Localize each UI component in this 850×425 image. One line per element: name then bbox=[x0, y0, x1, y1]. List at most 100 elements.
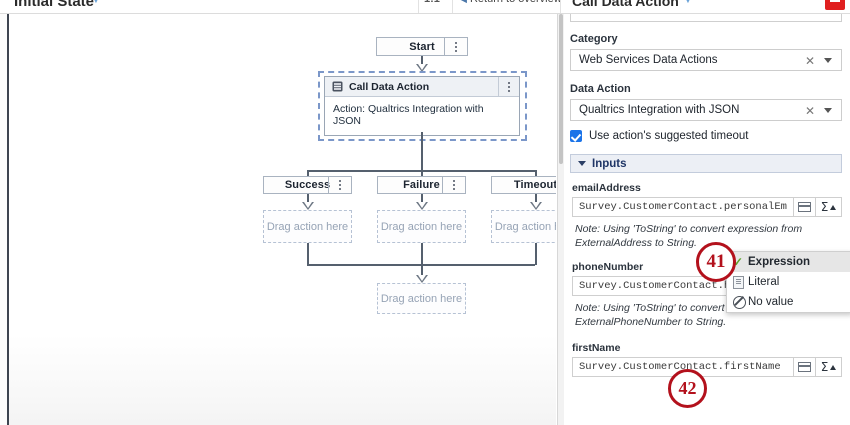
grid-picker-icon-firstname[interactable] bbox=[794, 357, 816, 377]
input-row-emailaddress[interactable]: Survey.CustomerContact.personalEm Σ bbox=[572, 197, 842, 217]
panel-title: Call Data Action bbox=[572, 0, 679, 9]
document-icon bbox=[733, 275, 748, 289]
menu-item-no-value[interactable]: No value bbox=[727, 292, 850, 312]
back-arrow-icon: ◀ bbox=[460, 0, 467, 4]
branch-node-success[interactable]: Success bbox=[263, 176, 352, 194]
toolbar-divider-2 bbox=[452, 0, 453, 13]
input-row-firstname[interactable]: Survey.CustomerContact.firstName Σ bbox=[572, 357, 842, 377]
toolbar-divider-1 bbox=[418, 0, 419, 13]
menu-item-literal[interactable]: Literal bbox=[727, 272, 850, 292]
category-value: Web Services Data Actions bbox=[579, 54, 718, 66]
call-data-action-body: Action: Qualtrics Integration with JSON bbox=[333, 103, 484, 127]
input-label-firstname: firstName bbox=[572, 342, 621, 354]
call-data-action-title: Call Data Action bbox=[349, 80, 430, 93]
branch-menu-icon-success[interactable] bbox=[328, 177, 351, 193]
call-data-action-menu-icon[interactable] bbox=[498, 77, 519, 96]
arrow-head-cda-inner bbox=[418, 64, 426, 70]
close-icon[interactable] bbox=[825, 0, 845, 10]
arrow-head-failure-inner bbox=[418, 202, 426, 208]
drop-zone-merge[interactable]: Drag action here bbox=[377, 283, 466, 314]
arrow-head-merge-inner bbox=[418, 275, 426, 281]
state-title: Initial State bbox=[14, 0, 95, 10]
branch-label-success: Success bbox=[284, 179, 331, 191]
clipped-field-above bbox=[570, 14, 842, 22]
top-bar: Initial State ▼ 1:1 ◀ Return to overview… bbox=[0, 0, 850, 13]
panel-scrollbar-thumb[interactable] bbox=[559, 14, 563, 164]
connector-timeout-arrow-line bbox=[535, 194, 537, 204]
inputs-section-header[interactable]: Inputs bbox=[570, 154, 842, 173]
call-data-action-header: Call Data Action bbox=[325, 77, 519, 97]
no-value-icon bbox=[733, 295, 748, 309]
return-to-overview-link[interactable]: ◀ Return to overview bbox=[460, 0, 562, 5]
caret-down-icon[interactable] bbox=[578, 161, 586, 166]
panel-content: Category Web Services Data Actions ✕ Dat… bbox=[565, 14, 850, 425]
panel-title-caret-icon[interactable]: ▼ bbox=[684, 0, 692, 5]
input-value-emailaddress[interactable]: Survey.CustomerContact.personalEm bbox=[572, 197, 794, 217]
database-icon bbox=[332, 81, 343, 92]
category-clear-icon[interactable]: ✕ bbox=[804, 54, 815, 68]
panel-scrollbar[interactable] bbox=[558, 14, 564, 425]
connector-success-drop bbox=[307, 170, 309, 179]
canvas-left-rail bbox=[7, 14, 9, 425]
drop-zone-failure[interactable]: Drag action here bbox=[377, 210, 466, 243]
annotation-badge-41-label: 41 bbox=[706, 251, 726, 272]
data-action-chevron-down-icon[interactable] bbox=[824, 108, 832, 113]
flow-canvas[interactable]: Start Call Data Action bbox=[0, 14, 556, 425]
connector-cda-down bbox=[421, 132, 423, 179]
connector-success-merge bbox=[307, 243, 309, 265]
suggested-timeout-label: Use action's suggested timeout bbox=[589, 130, 749, 142]
category-select[interactable]: Web Services Data Actions ✕ bbox=[570, 49, 842, 71]
menu-item-expression[interactable]: ✓ Expression bbox=[727, 252, 850, 272]
annotation-badge-42-label: 42 bbox=[678, 378, 697, 398]
input-label-phonenumber: phoneNumber bbox=[572, 261, 644, 273]
sigma-icon-emailaddress: Σ bbox=[820, 200, 829, 214]
return-to-overview-label: Return to overview bbox=[470, 0, 562, 5]
menu-item-label-expression: Expression bbox=[748, 256, 810, 268]
data-action-value: Qualtrics Integration with JSON bbox=[579, 104, 740, 116]
category-label: Category bbox=[570, 33, 618, 45]
inputs-section-title: Inputs bbox=[592, 157, 627, 170]
drop-zone-timeout[interactable]: Drag action here bbox=[491, 210, 556, 243]
check-icon: ✓ bbox=[733, 255, 744, 269]
branch-menu-icon-failure[interactable] bbox=[442, 177, 465, 193]
connector-failure-arrow-line bbox=[421, 194, 423, 204]
call-data-action-node[interactable]: Call Data Action Action: Qualtrics Integ… bbox=[324, 76, 520, 136]
connector-branch-bar bbox=[307, 170, 535, 172]
selection-outline bbox=[318, 71, 527, 141]
start-node-label: Start bbox=[409, 40, 435, 53]
suggested-timeout-row[interactable]: Use action's suggested timeout bbox=[570, 130, 850, 142]
start-node-menu-icon[interactable] bbox=[444, 38, 467, 55]
sigma-icon-firstname: Σ bbox=[820, 360, 829, 374]
header-divider bbox=[0, 13, 850, 14]
drop-zone-label-success: Drag action here bbox=[266, 220, 349, 233]
data-action-clear-icon[interactable]: ✕ bbox=[804, 104, 815, 118]
drop-zone-success[interactable]: Drag action here bbox=[263, 210, 352, 243]
value-type-button-emailaddress[interactable]: Σ bbox=[816, 197, 842, 217]
branch-node-failure[interactable]: Failure bbox=[377, 176, 466, 194]
zoom-level-label[interactable]: 1:1 bbox=[424, 0, 440, 5]
category-chevron-down-icon[interactable] bbox=[824, 58, 832, 63]
arrow-head-success-inner bbox=[304, 202, 312, 208]
properties-panel: Category Web Services Data Actions ✕ Dat… bbox=[557, 14, 850, 425]
connector-timeout-merge bbox=[535, 243, 537, 265]
drop-zone-label-merge: Drag action here bbox=[380, 292, 463, 305]
suggested-timeout-checkbox[interactable] bbox=[570, 130, 582, 142]
value-type-button-firstname[interactable]: Σ bbox=[816, 357, 842, 377]
annotation-badge-42: 42 bbox=[668, 369, 707, 408]
drop-zone-label-timeout: Drag action here bbox=[494, 220, 556, 233]
menu-item-label-literal: Literal bbox=[748, 276, 780, 288]
value-type-menu[interactable]: ✓ Expression Literal No value bbox=[726, 251, 850, 313]
branch-node-timeout[interactable]: Timeout bbox=[491, 176, 556, 194]
connector-merge-down bbox=[421, 264, 423, 277]
input-value-firstname[interactable]: Survey.CustomerContact.firstName bbox=[572, 357, 794, 377]
menu-item-label-no-value: No value bbox=[748, 296, 794, 308]
data-action-select[interactable]: Qualtrics Integration with JSON ✕ bbox=[570, 99, 842, 121]
start-node[interactable]: Start bbox=[376, 37, 468, 56]
state-title-caret-icon[interactable]: ▼ bbox=[92, 0, 100, 5]
arrow-head-timeout-inner bbox=[532, 202, 540, 208]
caret-up-icon-emailaddress bbox=[830, 204, 837, 210]
connector-success-arrow-line bbox=[307, 194, 309, 204]
grid-picker-icon-emailaddress[interactable] bbox=[794, 197, 816, 217]
input-note-emailaddress: Note: Using 'ToString' to convert expres… bbox=[575, 223, 803, 249]
